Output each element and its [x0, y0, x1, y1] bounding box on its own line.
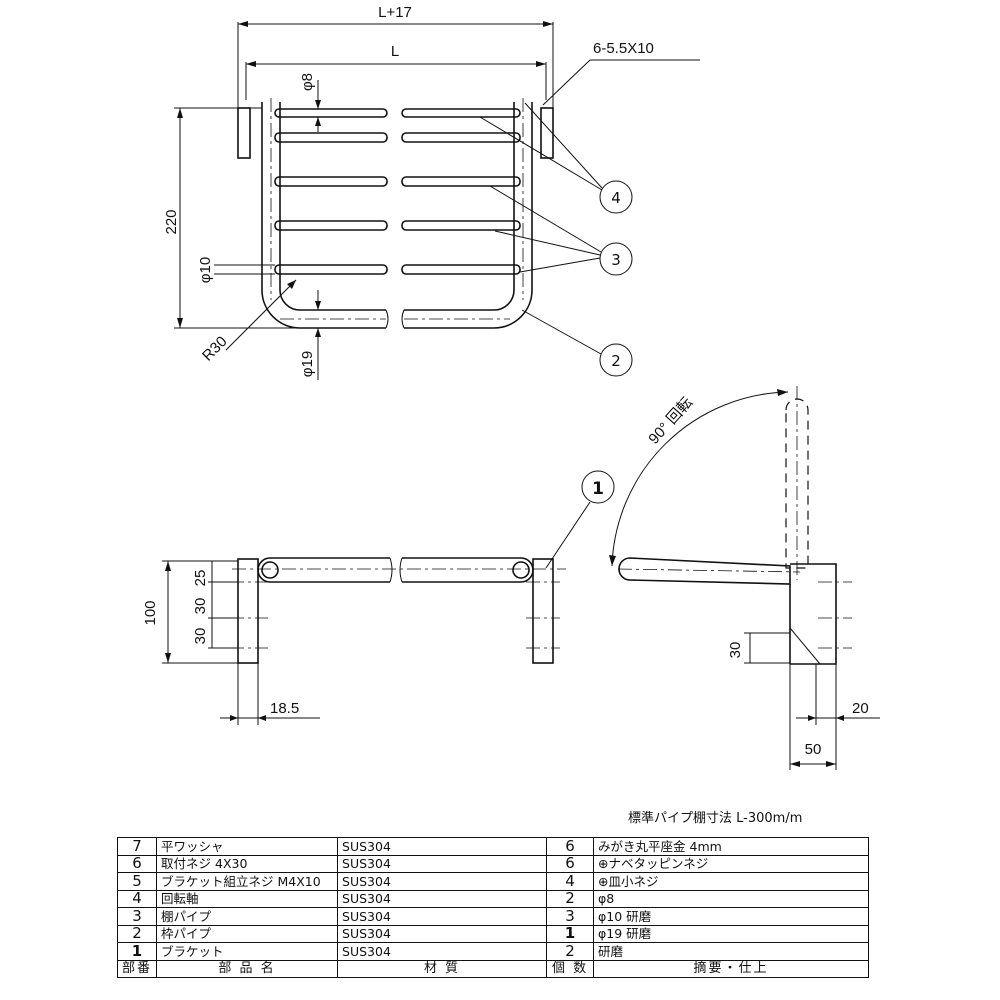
part-qty: 3	[546, 907, 595, 926]
dim-rotation: 90° 回転	[645, 394, 696, 448]
part-remarks: φ10 研磨	[593, 907, 870, 926]
part-number: 5	[116, 872, 158, 891]
dim-overall-width: L+17	[378, 4, 412, 21]
part-name: 回転軸	[156, 889, 339, 908]
part-name: 枠パイプ	[156, 924, 339, 943]
dim-v30b: 30	[192, 628, 209, 645]
table-row: 5 ブラケット組立ネジ M4X10 SUS304 4 ⊕皿小ネジ	[116, 872, 870, 891]
part-material: SUS304	[337, 907, 548, 926]
part-number: 1	[116, 942, 158, 961]
part-qty: 2	[546, 889, 595, 908]
dim-v30a: 30	[192, 598, 209, 615]
part-name: 取付ネジ 4X30	[156, 854, 339, 873]
technical-drawing: L+17 L 6-5.5X10	[142, 4, 880, 770]
header-name: 部 品 名	[156, 959, 339, 978]
table-row: 4 回転軸 SUS304 2 φ8	[116, 889, 870, 908]
part-remarks: φ8	[593, 889, 870, 908]
part-name: ブラケット	[156, 942, 339, 961]
header-remarks: 摘要・仕上	[593, 959, 870, 978]
dim-side-50: 50	[805, 741, 822, 758]
part-remarks: 研磨	[593, 942, 870, 961]
dim-frame-phi19: φ19	[299, 351, 316, 377]
callout-1: 1	[592, 479, 604, 499]
part-number: 6	[116, 854, 158, 873]
table-row: 7 平ワッシャ SUS304 6 みがき丸平座金 4mm	[116, 837, 870, 856]
part-qty: 6	[546, 837, 595, 856]
part-name: 平ワッシャ	[156, 837, 339, 856]
part-remarks: ⊕皿小ネジ	[593, 872, 870, 891]
part-qty: 2	[546, 942, 595, 961]
dim-depth: 220	[163, 209, 180, 234]
dim-side-30: 30	[727, 642, 744, 659]
part-remarks: ⊕ナベタッピンネジ	[593, 854, 870, 873]
dim-bend-radius: R30	[199, 333, 230, 364]
part-material: SUS304	[337, 924, 548, 943]
part-name: ブラケット組立ネジ M4X10	[156, 872, 339, 891]
header-no: 部番	[116, 959, 158, 978]
dim-holes: 6-5.5X10	[593, 40, 654, 57]
part-qty: 4	[546, 872, 595, 891]
callout-4: 4	[611, 189, 621, 207]
part-remarks: みがき丸平座金 4mm	[593, 837, 870, 856]
dim-side-20: 20	[852, 700, 869, 717]
dim-offset: 18.5	[270, 700, 299, 717]
part-name: 棚パイプ	[156, 907, 339, 926]
table-row: 1 ブラケット SUS304 2 研磨	[116, 942, 870, 961]
front-view: 100 25 30 30 18.5 1	[142, 470, 615, 725]
dim-rod-phi8: φ8	[299, 73, 316, 91]
part-material: SUS304	[337, 854, 548, 873]
dim-inner-width: L	[391, 43, 399, 60]
standard-size-note: 標準パイプ棚寸法 L-300m/m	[628, 811, 803, 826]
part-number: 7	[116, 837, 158, 856]
part-number: 3	[116, 907, 158, 926]
dim-v25: 25	[192, 570, 209, 587]
top-view: L+17 L 6-5.5X10	[163, 4, 700, 380]
table-row: 6 取付ネジ 4X30 SUS304 6 ⊕ナベタッピンネジ	[116, 854, 870, 873]
header-qty: 個 数	[546, 959, 595, 978]
dim-height: 100	[142, 600, 159, 625]
parts-table: 7 平ワッシャ SUS304 6 みがき丸平座金 4mm 6 取付ネジ 4X30…	[116, 837, 870, 978]
callout-2: 2	[611, 352, 621, 370]
part-material: SUS304	[337, 889, 548, 908]
part-material: SUS304	[337, 872, 548, 891]
table-row: 3 棚パイプ SUS304 3 φ10 研磨	[116, 907, 870, 926]
part-material: SUS304	[337, 837, 548, 856]
callout-3: 3	[611, 251, 621, 269]
part-number: 2	[116, 924, 158, 943]
part-qty: 6	[546, 854, 595, 873]
header-material: 材 質	[337, 959, 548, 978]
part-qty: 1	[546, 924, 595, 943]
table-row: 2 枠パイプ SUS304 1 φ19 研磨	[116, 924, 870, 943]
side-view: 90° 回転 30 20 50	[609, 386, 880, 770]
shelf-rods	[274, 108, 521, 275]
table-header-row: 部番 部 品 名 材 質 個 数 摘要・仕上	[116, 959, 870, 978]
part-remarks: φ19 研磨	[593, 924, 870, 943]
dim-rod-phi10: φ10	[197, 257, 214, 283]
part-material: SUS304	[337, 942, 548, 961]
part-number: 4	[116, 889, 158, 908]
